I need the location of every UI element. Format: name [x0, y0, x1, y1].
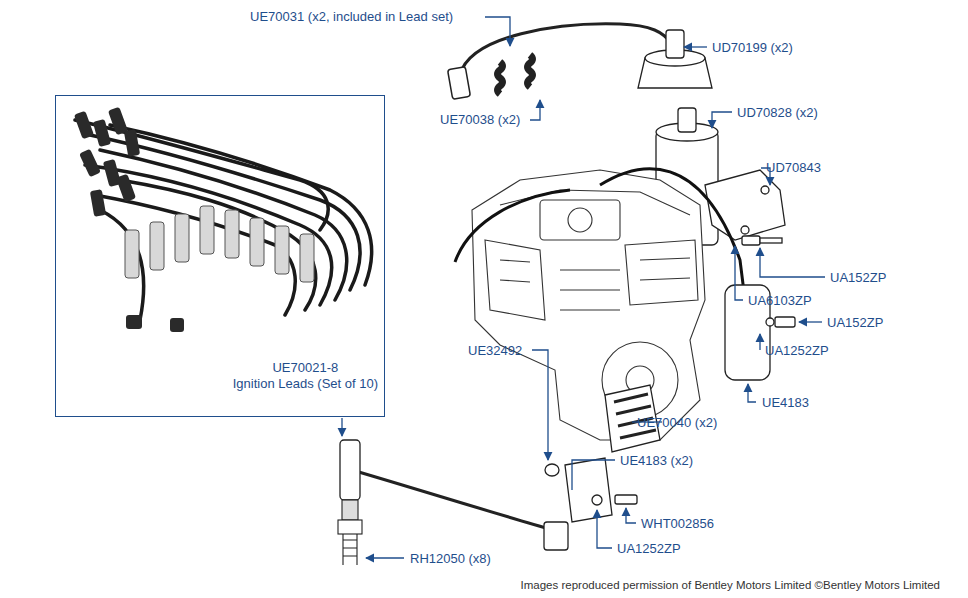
part-number: UE70040 (x2) [637, 415, 717, 430]
part-number: UA1252ZP [617, 541, 681, 556]
ignition-leads [75, 120, 372, 320]
part-number: UE70031 (x2, included in Lead set) [250, 9, 453, 24]
part-number: UD70199 (x2) [712, 40, 793, 55]
part-description: Ignition Leads (Set of 10) [233, 376, 378, 392]
part-number: UE70021-8 [233, 360, 378, 376]
part-number: UA152ZP [830, 270, 886, 285]
part-number: UA6103ZP [748, 293, 812, 308]
spark-plug [338, 440, 568, 565]
inset-panel: UE70021-8Ignition Leads (Set of 10) [55, 95, 385, 417]
part-number: UD70843 [766, 160, 821, 175]
engine [472, 170, 705, 440]
part-number: RH12050 (x8) [410, 551, 491, 566]
lead-boots [74, 107, 184, 332]
inset-caption: UE70021-8Ignition Leads (Set of 10) [233, 360, 378, 392]
part-number: UE4183 (x2) [620, 453, 693, 468]
part-number: UA152ZP [827, 315, 883, 330]
copyright-caption: Images reproduced permission of Bentley … [521, 578, 940, 592]
leader-lines [342, 17, 825, 558]
engine-leads [455, 169, 745, 300]
part-number: UE32492 [468, 343, 522, 358]
part-number: UA1252ZP [765, 343, 829, 358]
plug-connectors [125, 206, 314, 282]
part-number: UE70038 (x2) [440, 112, 520, 127]
part-number: WHT002856 [641, 516, 714, 531]
part-number: UE4183 [762, 395, 809, 410]
part-number: UD70828 (x2) [737, 105, 818, 120]
